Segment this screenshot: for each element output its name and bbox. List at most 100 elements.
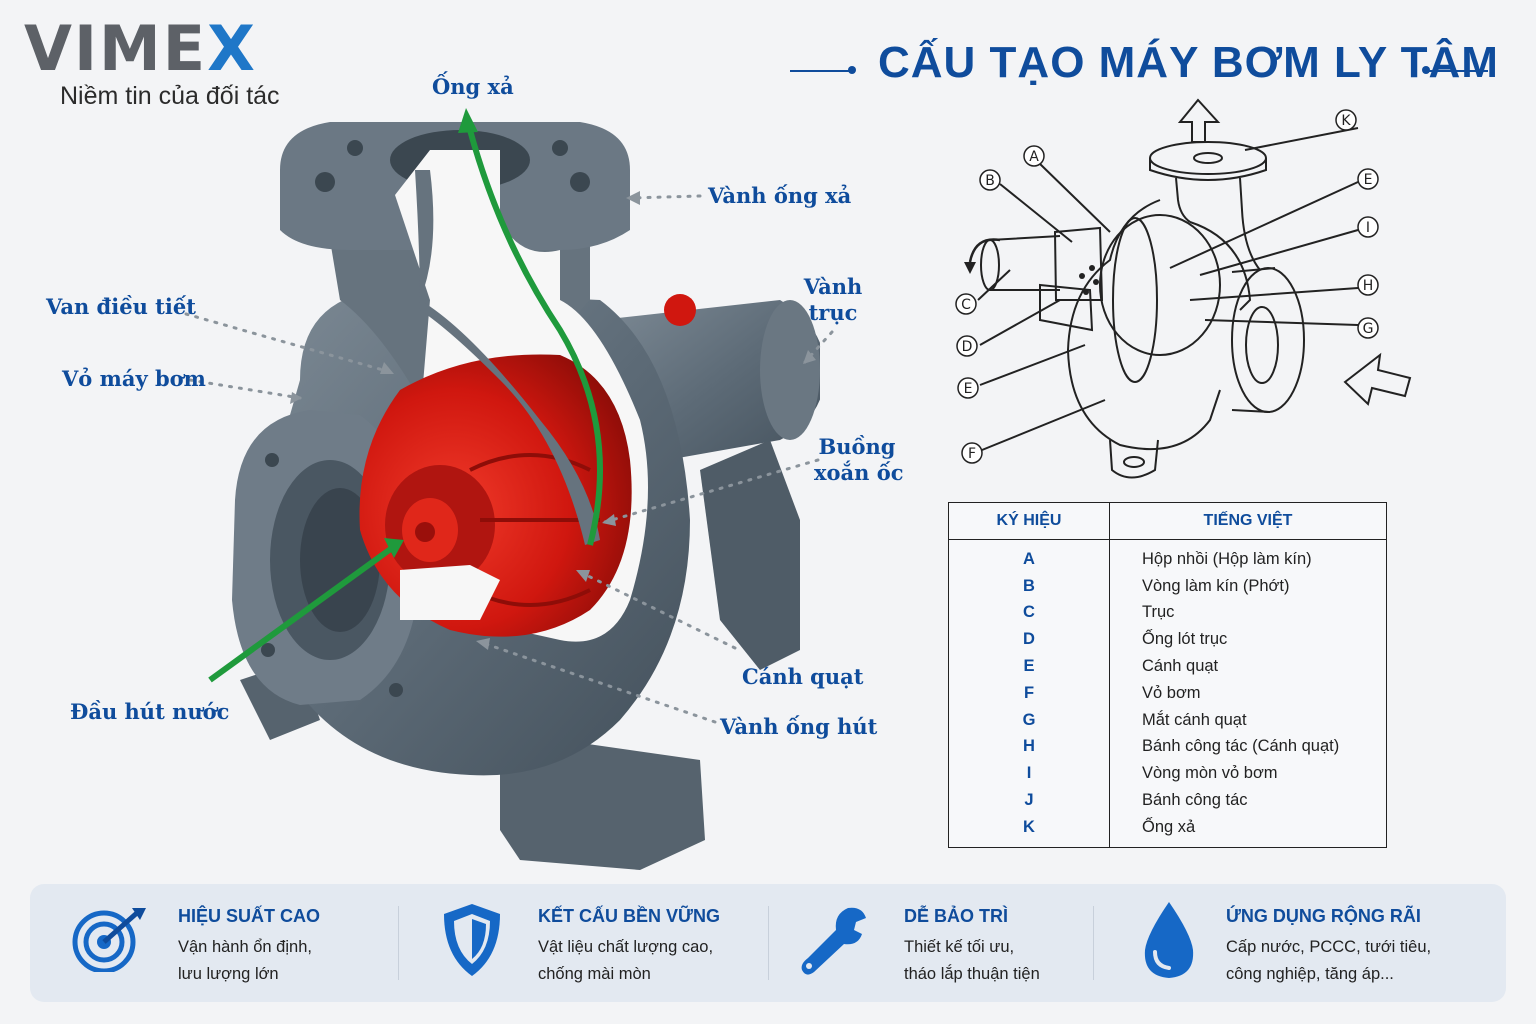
feature-desc-line1: Cấp nước, PCCC, tưới tiêu, — [1226, 938, 1432, 956]
legend-symbol: I — [948, 760, 1110, 788]
diagram-label-h: H — [1363, 278, 1374, 294]
legend-name: Vòng làm kín (Phớt) — [1142, 576, 1290, 595]
feature-desc-line1: Thiết kế tối ưu, — [904, 938, 1015, 956]
feature-desc: Thiết kế tối ưu, tháo lắp thuận tiện — [904, 934, 1040, 988]
diagram-label-a: A — [1029, 149, 1039, 165]
legend-row: H Bánh công tác (Cánh quạt) — [948, 733, 1387, 761]
callout-leaders — [184, 191, 834, 724]
diagram-label-f: F — [968, 446, 976, 462]
legend-name: Cánh quạt — [1142, 657, 1219, 676]
legend-symbol: B — [948, 572, 1110, 600]
feature-desc: Cấp nước, PCCC, tưới tiêu, công nghiệp, t… — [1226, 934, 1431, 988]
feature-wide-application: ỨNG DỤNG RỘNG RÃI Cấp nước, PCCC, tưới t… — [1095, 884, 1505, 1002]
callout-shaft-collar-line2: trục — [808, 300, 858, 326]
feature-desc: Vật liệu chất lượng cao, chống mài mòn — [538, 934, 713, 988]
diagram-label-k: K — [1341, 113, 1351, 129]
brand-tagline: Niềm tin của đối tác — [60, 82, 280, 110]
legend-row: A Hộp nhồi (Hộp làm kín) — [948, 539, 1387, 573]
legend-row: F Vỏ bơm — [948, 679, 1387, 707]
diagram-label-e-2: E — [964, 381, 973, 397]
callout-discharge: Ống xả — [432, 74, 514, 99]
feature-desc-line2: chống mài mòn — [538, 965, 651, 983]
legend-name: Mắt cánh quạt — [1142, 710, 1247, 729]
legend-symbol: D — [948, 626, 1110, 654]
legend-header-name: TIẾNG VIỆT — [1109, 502, 1387, 540]
legend-symbol: A — [948, 539, 1110, 573]
legend-row: B Vòng làm kín (Phớt) — [948, 572, 1387, 600]
feature-durable: KẾT CẤU BỀN VỮNG Vật liệu chất lượng cao… — [400, 884, 770, 1002]
legend-symbol: J — [948, 787, 1110, 814]
legend-name: Vỏ bơm — [1142, 683, 1201, 702]
feature-title: ỨNG DỤNG RỘNG RÃI — [1226, 906, 1421, 926]
diagram-label-d: E — [1364, 172, 1373, 188]
legend-symbol: K — [948, 813, 1110, 848]
callout-volute-line1: Buồng — [818, 434, 896, 459]
legend-symbol: C — [948, 599, 1110, 627]
legend-row: E Cánh quạt — [948, 653, 1387, 680]
feature-desc-line2: công nghiệp, tăng áp... — [1226, 965, 1394, 983]
feature-high-efficiency: HIỆU SUẤT CAO Vận hành ổn định, lưu lượng… — [30, 884, 400, 1002]
feature-divider — [398, 906, 399, 980]
page-title: CẤU TẠO MÁY BƠM LY TÂM — [878, 38, 1499, 87]
legend-row: I Vòng mòn vỏ bơm — [948, 760, 1387, 788]
legend-name: Vòng mòn vỏ bơm — [1142, 764, 1278, 783]
callout-volute-line2: xoắn ốc — [814, 460, 904, 486]
feature-desc: Vận hành ổn định, lưu lượng lớn — [178, 934, 312, 988]
legend-name: Trục — [1142, 603, 1175, 622]
legend-name: Ống xả — [1142, 817, 1196, 836]
diagram-label-g: G — [1363, 321, 1374, 337]
brand-name: VIME — [24, 12, 208, 85]
callout-suction-flange: Vành ống hút — [720, 714, 878, 739]
title-dot-left — [848, 66, 856, 74]
legend-row: G Mắt cánh quạt — [948, 706, 1387, 734]
diagram-label-e-1: D — [962, 339, 973, 355]
legend-row: J Bánh công tác — [948, 787, 1387, 814]
pump-cutaway-illustration — [208, 108, 820, 870]
title-rule-left — [790, 70, 852, 72]
title-dot-right — [1422, 66, 1430, 74]
legend-symbol: F — [948, 679, 1110, 707]
legend-table: KÝ HIỆU TIẾNG VIỆT A Hộp nhồi (Hộp làm kí… — [948, 502, 1387, 848]
feature-title: DỄ BẢO TRÌ — [904, 906, 1009, 926]
legend-symbol: E — [948, 653, 1110, 680]
target-icon — [72, 908, 146, 972]
legend-header-symbol: KÝ HIỆU — [948, 502, 1110, 540]
water-drop-icon — [1144, 902, 1194, 978]
callout-impeller: Cánh quạt — [742, 664, 864, 689]
callout-pump-casing: Vỏ máy bơm — [62, 366, 206, 391]
legend-row: D Ống lót trục — [948, 626, 1387, 654]
feature-desc-line1: Vận hành ổn định, — [178, 938, 312, 956]
legend-row: K Ống xả — [948, 813, 1387, 848]
legend-symbol: H — [948, 733, 1110, 761]
legend-name: Hộp nhồi (Hộp làm kín) — [1142, 549, 1312, 568]
feature-bar: HIỆU SUẤT CAO Vận hành ổn định, lưu lượng… — [30, 884, 1506, 1002]
feature-title: HIỆU SUẤT CAO — [178, 906, 321, 926]
callout-suction-inlet: Đầu hút nước — [70, 699, 230, 724]
callout-shaft-collar-line1: Vành — [803, 274, 863, 299]
brand-logo: VIMEX — [24, 18, 257, 80]
feature-desc-line2: tháo lắp thuận tiện — [904, 965, 1040, 983]
pump-line-diagram: A B C D E E F G H I K — [955, 98, 1412, 479]
brand-name-accent: X — [207, 12, 257, 85]
diagram-label-b: B — [985, 173, 995, 189]
legend-name: Ống lót trục — [1142, 630, 1228, 649]
legend-name: Bánh công tác (Cánh quạt) — [1142, 737, 1340, 756]
diagram-label-i: I — [1366, 220, 1370, 236]
wrench-icon — [801, 907, 866, 975]
feature-divider — [1093, 906, 1094, 980]
shield-icon — [444, 904, 500, 976]
feature-desc-line2: lưu lượng lớn — [178, 965, 279, 983]
feature-title: KẾT CẤU BỀN VỮNG — [538, 906, 720, 926]
feature-desc-line1: Vật liệu chất lượng cao, — [538, 938, 714, 956]
legend-header-row: KÝ HIỆU TIẾNG VIỆT — [948, 502, 1387, 540]
callout-discharge-flange: Vành ống xả — [708, 183, 852, 208]
diagram-label-c: C — [961, 297, 971, 313]
legend-row: C Trục — [948, 599, 1387, 627]
legend-symbol: G — [948, 706, 1110, 734]
feature-easy-maintenance: DỄ BẢO TRÌ Thiết kế tối ưu, tháo lắp thuậ… — [770, 884, 1095, 1002]
legend-name: Bánh công tác — [1142, 791, 1248, 810]
callout-control-valve: Van điều tiết — [46, 294, 196, 319]
title-rule-right — [1428, 70, 1488, 72]
